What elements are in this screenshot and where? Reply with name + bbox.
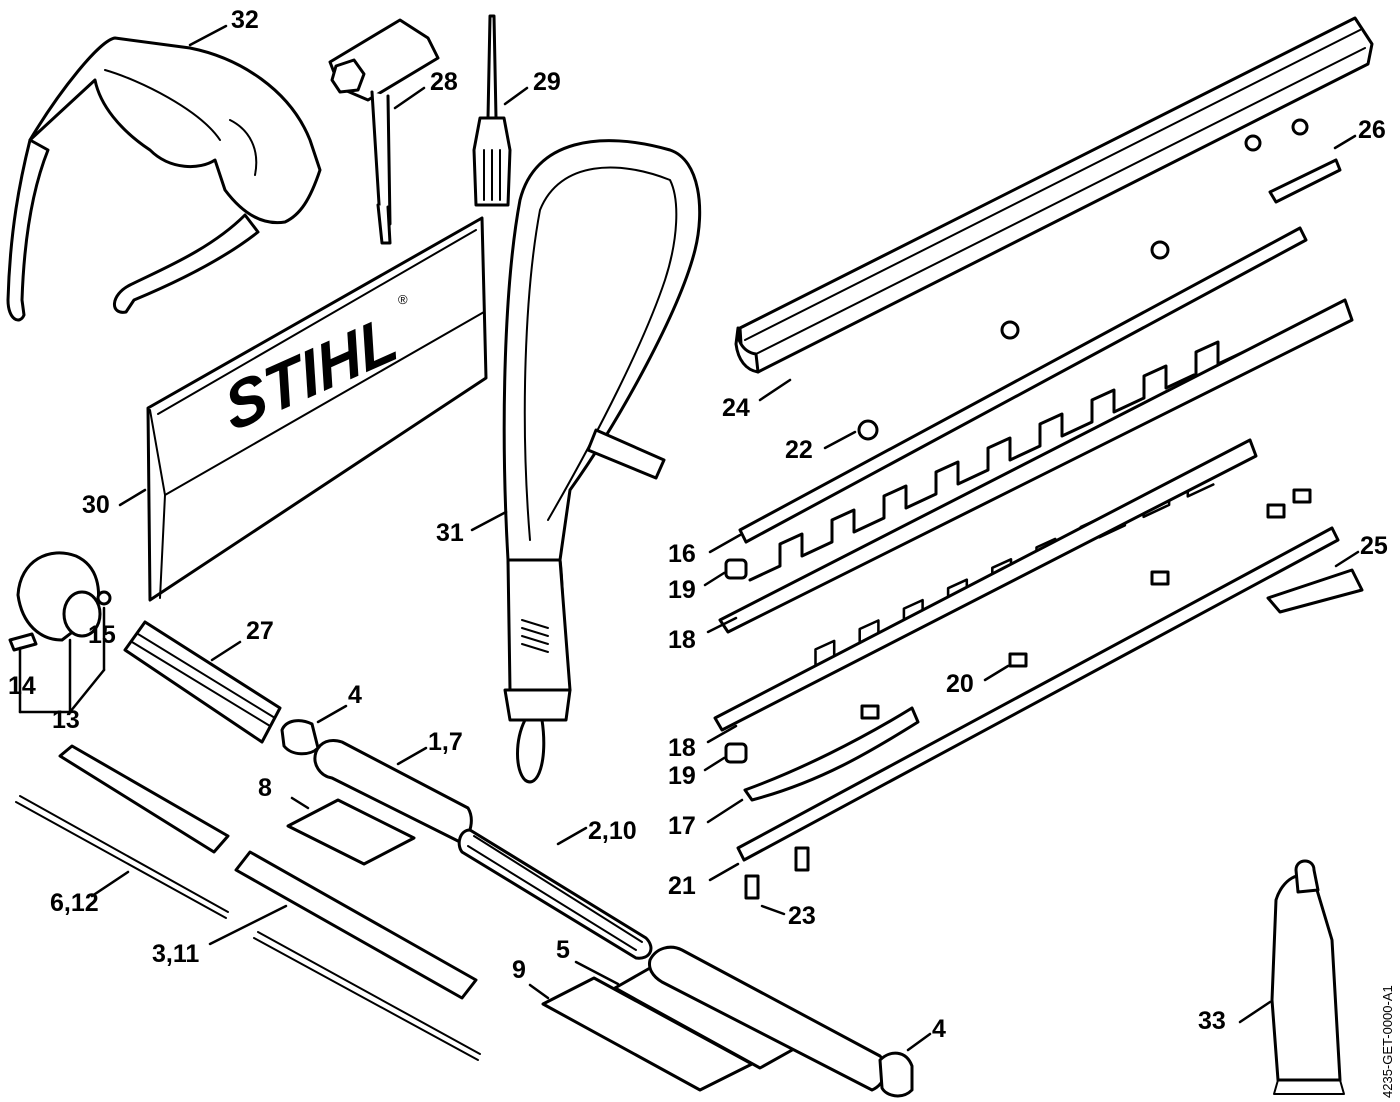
callout-9: 9 <box>512 956 526 984</box>
combination-wrench <box>328 18 440 245</box>
bushing-lower <box>878 1051 914 1098</box>
registered-mark: ® <box>398 292 408 307</box>
guard-plate <box>1244 118 1342 204</box>
callout-25: 25 <box>1360 532 1388 560</box>
handle-clamp <box>8 551 112 652</box>
grease-tube <box>1270 859 1345 1095</box>
callout-1-7: 1,7 <box>428 728 463 756</box>
decal-8 <box>286 798 416 866</box>
callout-19a: 19 <box>668 576 696 604</box>
callout-23: 23 <box>788 902 816 930</box>
callout-8: 8 <box>258 774 272 802</box>
callout-19b: 19 <box>668 762 696 790</box>
callout-20: 20 <box>946 670 974 698</box>
callout-24: 24 <box>722 394 750 422</box>
callout-3-11: 3,11 <box>152 940 199 968</box>
guide-plate <box>743 706 920 802</box>
callout-29: 29 <box>533 68 561 96</box>
callout-15: 15 <box>88 621 116 649</box>
screws <box>744 846 810 900</box>
callout-30: 30 <box>82 491 110 519</box>
nut <box>857 419 879 441</box>
handle-grip <box>123 620 282 744</box>
callout-22: 22 <box>785 436 813 464</box>
blade-guard <box>734 16 1374 374</box>
callout-14: 14 <box>8 672 36 700</box>
callout-2-10: 2,10 <box>588 817 637 845</box>
callout-26: 26 <box>1358 116 1386 144</box>
drive-shaft-lower <box>234 850 481 1061</box>
callout-33: 33 <box>1198 1007 1226 1035</box>
callout-6-12: 6,12 <box>50 889 99 917</box>
safety-glasses <box>6 36 322 322</box>
bottom-plate <box>736 488 1340 862</box>
bracket <box>1266 568 1364 614</box>
callout-18a: 18 <box>668 626 696 654</box>
spacer-upper <box>724 558 748 580</box>
rubber-grip <box>457 828 653 960</box>
callout-4b: 4 <box>932 1015 946 1043</box>
callout-16: 16 <box>668 540 696 568</box>
spacer-lower <box>724 742 748 764</box>
top-plate <box>738 226 1308 544</box>
callout-4a: 4 <box>348 681 362 709</box>
drive-shaft-upper <box>15 744 230 919</box>
harness-strap <box>502 139 702 784</box>
callout-28: 28 <box>430 68 458 96</box>
callout-18b: 18 <box>668 734 696 762</box>
drawing-code: 4235-GET-0000-A1 <box>1380 985 1395 1098</box>
callout-13: 13 <box>52 706 80 734</box>
cutting-blade-lower <box>713 438 1258 732</box>
cutting-blade-upper <box>718 298 1354 634</box>
callout-32: 32 <box>231 6 259 34</box>
callout-31: 31 <box>436 519 464 547</box>
callout-17: 17 <box>668 812 696 840</box>
shaft-tube-upper <box>313 738 473 844</box>
bushing-upper <box>280 719 320 756</box>
screwdriver <box>472 14 512 207</box>
callout-5: 5 <box>556 936 570 964</box>
callout-21: 21 <box>668 872 696 900</box>
callout-27: 27 <box>246 617 274 645</box>
decal-9 <box>541 976 754 1092</box>
